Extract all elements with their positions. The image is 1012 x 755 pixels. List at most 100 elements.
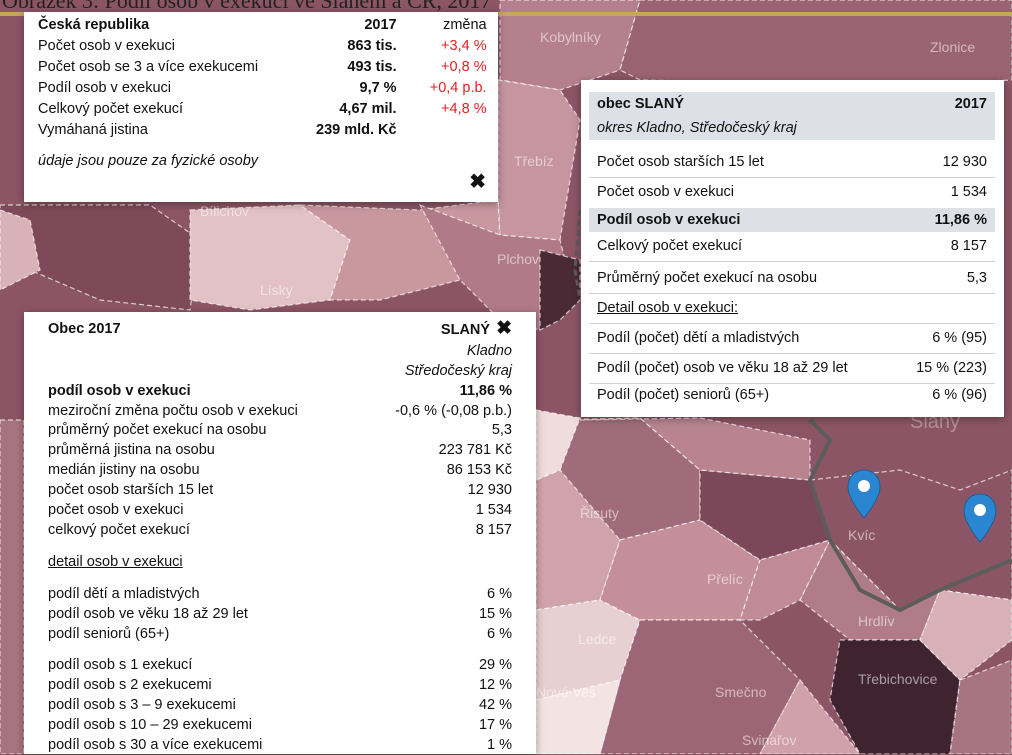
place-label: Lísky [260, 282, 293, 298]
slany-row-value: 8 157 [950, 238, 987, 254]
caption-bar [0, 12, 1012, 16]
separator [589, 261, 995, 262]
slany-row-label: Počet osob starších 15 let [597, 154, 764, 170]
obec-title: Obec 2017 [48, 321, 121, 337]
slany-detail-value: 6 % (96) [932, 387, 987, 403]
obec-detail-panel: Obec 2017 SLANÝ✖ Kladno Středočeský kraj… [24, 312, 536, 754]
cr-row-value: 493 tis. [347, 58, 397, 75]
slany-title: obec SLANÝ [597, 96, 685, 112]
obec-row-value: 223 781 Kč [438, 442, 512, 458]
cr-col-year: 2017 [364, 16, 397, 33]
obec-detail-title: detail osob v exekuci [48, 554, 183, 570]
obec-count-label: podíl osob s 1 exekucí [48, 657, 193, 673]
slany-boundary [807, 418, 1012, 613]
obec-row-value: 5,3 [491, 422, 512, 438]
cr-row-label: Počet osob v exekuci [38, 37, 176, 54]
obec-row-label: medián jistiny na osobu [48, 462, 200, 478]
close-icon[interactable]: ✖ [469, 171, 486, 193]
polygon-se-corner[interactable] [949, 659, 1012, 754]
obec-main-value: 11,86 % [459, 383, 512, 399]
obec-row-label: průměrný počet exekucí na osobu [48, 422, 267, 438]
map-pin-icon[interactable] [962, 492, 998, 544]
cr-row-label: Vymáhaná jistina [38, 121, 148, 138]
slany-subtitle-text: okres Kladno, Středočeský kraj [597, 120, 797, 136]
obec-age-row: podíl seniorů (65+)6 % [48, 625, 512, 644]
place-label: Hrdlív [858, 613, 895, 629]
cr-header-row: Česká republika 2017 změna [38, 14, 487, 35]
slany-row-label: Podíl osob v exekuci [597, 212, 741, 228]
separator [589, 383, 995, 384]
place-label: Nová Ves [536, 684, 596, 700]
map-pin-icon[interactable] [846, 468, 882, 520]
cr-row-label: Podíl osob v exekuci [38, 79, 171, 96]
slany-row: Počet osob starších 15 let 12 930 [589, 150, 995, 174]
obec-name-wrap: SLANÝ ✖ [440, 318, 512, 339]
separator [589, 177, 995, 178]
slany-detail-row: Podíl (počet) dětí a mladistvých 6 % (95… [589, 326, 995, 350]
obec-name: SLANÝ [440, 322, 491, 338]
obec-detail-heading: detail osob v exekuci [48, 553, 512, 572]
place-label: Řisuty [580, 505, 619, 521]
obec-row-value: 1 534 [475, 502, 512, 518]
obec-count-value: 1 % [487, 737, 512, 753]
polygon-edge-left[interactable] [0, 209, 41, 291]
separator [589, 353, 995, 354]
obec-row: počet osob v exekuci 1 534 [48, 501, 512, 520]
polygon-risuty[interactable] [535, 469, 621, 611]
polygon-hrdliv[interactable] [919, 589, 1012, 681]
cr-row-label: Celkový počet exekucí [38, 100, 184, 117]
slany-subtitle: okres Kladno, Středočeský kraj [589, 116, 995, 140]
place-label: Přelíc [707, 571, 743, 587]
cr-row-value: 9,7 % [359, 79, 397, 96]
cr-row: Počet osob se 3 a více exekucemi 493 tis… [38, 56, 487, 77]
obec-count-label: podíl osob s 30 a více exekucemi [48, 737, 263, 753]
cr-row-value: 4,67 mil. [339, 100, 397, 117]
cr-row-change: +3,4 % [441, 37, 487, 54]
polygon-ledce[interactable] [535, 599, 641, 701]
place-label: Plchov [497, 251, 539, 267]
place-label: Ledce [578, 631, 616, 647]
obec-row-label: počet osob starších 15 let [48, 482, 214, 498]
slany-info-panel: obec SLANÝ 2017 okres Kladno, Středočesk… [581, 80, 1004, 417]
slany-row-label: Celkový počet exekucí [597, 238, 743, 254]
place-label: Svinařov [742, 732, 796, 748]
cr-row: Celkový počet exekucí 4,67 mil. +4,8 % [38, 98, 487, 119]
obec-row-label: celkový počet exekucí [48, 522, 190, 538]
obec-count-label: podíl osob s 3 – 9 exekucemi [48, 697, 236, 713]
obec-count-label: podíl osob s 2 exekucemi [48, 677, 212, 693]
polygon-dark-a[interactable] [539, 249, 581, 331]
polygon-svinarov[interactable] [759, 678, 861, 754]
place-label: Kobylníky [540, 29, 601, 45]
slany-row-value: 12 930 [942, 154, 987, 170]
slany-detail-value: 15 % (223) [916, 360, 987, 376]
obec-row-value: -0,6 % (-0,08 p.b.) [395, 403, 512, 419]
slany-row-value: 5,3 [966, 270, 987, 286]
slany-row-label: Průměrný počet exekucí na osobu [597, 270, 818, 286]
slany-row: Průměrný počet exekucí na osobu 5,3 [589, 266, 995, 290]
slany-detail-heading: Detail osob v exekuci: [589, 296, 995, 320]
polygon-light-a[interactable] [535, 409, 581, 481]
polygon-nova-ves[interactable] [535, 679, 621, 754]
obec-district: Kladno [466, 343, 512, 359]
separator [589, 293, 995, 294]
cr-row-change [397, 119, 487, 140]
obec-row-label: počet osob v exekuci [48, 502, 184, 518]
slany-detail-label: Podíl (počet) osob ve věku 18 až 29 let [597, 360, 848, 376]
obec-header: Obec 2017 SLANÝ ✖ [48, 318, 512, 339]
obec-main-row: podíl osob v exekuci 11,86 % [48, 382, 512, 401]
obec-district-row: Kladno [48, 342, 512, 361]
obec-row-value: 12 930 [467, 482, 512, 498]
slany-detail-row: Podíl (počet) seniorů (65+) 6 % (96) [589, 383, 995, 407]
polygon-west-edge[interactable] [0, 419, 25, 754]
obec-count-row: podíl osob s 30 a více exekucemi 1 % [48, 736, 512, 755]
obec-age-value: 15 % [478, 606, 512, 622]
cr-table: Česká republika 2017 změna Počet osob v … [38, 14, 487, 140]
slany-detail-title: Detail osob v exekuci: [597, 300, 739, 316]
cr-row-change: +0,4 p.b. [429, 79, 487, 96]
close-icon[interactable]: ✖ [496, 318, 512, 339]
slany-detail-value: 6 % (95) [932, 330, 987, 346]
